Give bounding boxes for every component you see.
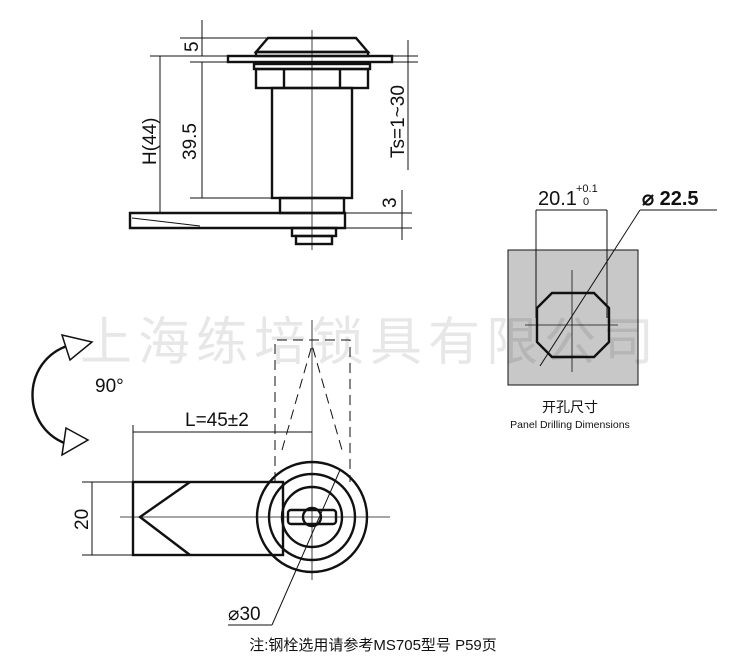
length-label: L=45±2 <box>185 410 249 431</box>
panel-diameter-label: ⌀ 22.5 <box>642 188 699 210</box>
dim-thickness-label: Ts=1~30 <box>388 85 409 158</box>
rotation-label: 90° <box>95 376 124 397</box>
dim-cap-label: 5 <box>182 41 203 52</box>
panel-title-cn: 开孔尺寸 <box>542 399 598 415</box>
dim-body-label: 39.5 <box>180 123 201 160</box>
diameter-label: ⌀30 <box>228 604 261 625</box>
panel-width-label: 20.1 <box>538 188 577 210</box>
dim-height-label: H(44) <box>140 117 161 165</box>
panel-title-en: Panel Drilling Dimensions <box>510 419 630 431</box>
footnote: 注:钢栓选用请参考MS705型号 P59页 <box>249 637 497 654</box>
side-view-lock <box>128 20 418 250</box>
watermark: 上海练培锁具有限公司 <box>80 314 660 372</box>
width-label: 20 <box>72 509 93 530</box>
front-view-lock <box>31 320 390 626</box>
panel-cutout <box>507 209 717 386</box>
dim-cam-label: 3 <box>380 197 401 208</box>
panel-tol-upper: +0.1 <box>576 183 598 195</box>
panel-tol-lower: 0 <box>583 196 589 208</box>
